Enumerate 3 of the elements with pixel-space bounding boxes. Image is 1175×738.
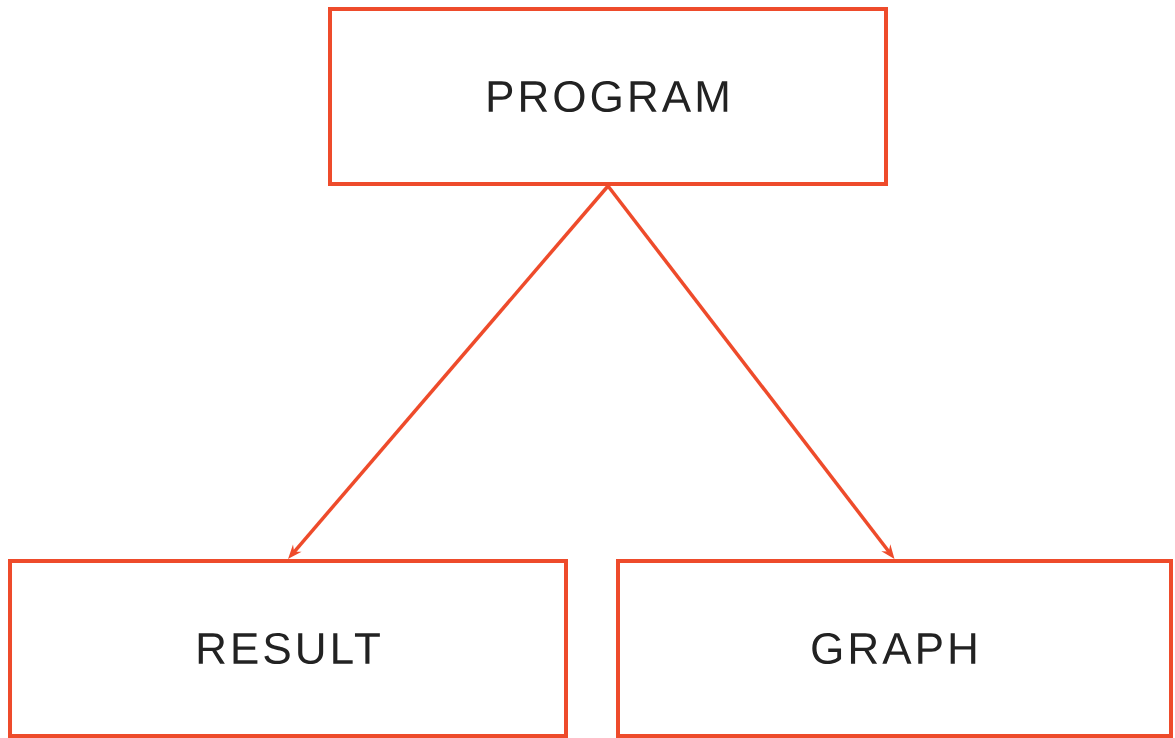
- process-box: GRAPH: [616, 559, 1173, 738]
- process-box: PROGRAM: [328, 7, 888, 186]
- process-box: RESULT: [8, 559, 568, 738]
